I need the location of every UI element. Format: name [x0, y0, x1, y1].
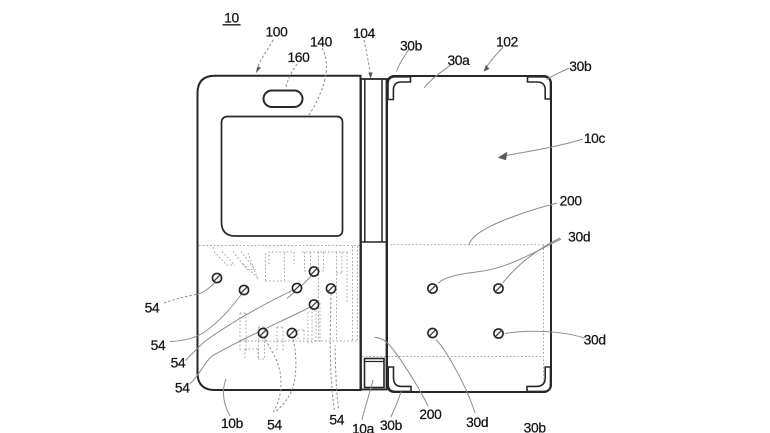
svg-text:10a: 10a — [352, 422, 375, 433]
svg-text:30d: 30d — [584, 333, 606, 348]
svg-text:10: 10 — [224, 10, 239, 25]
svg-text:54: 54 — [171, 356, 186, 371]
svg-text:30a: 30a — [447, 53, 470, 68]
svg-text:102: 102 — [496, 34, 518, 49]
svg-text:54: 54 — [175, 381, 190, 396]
svg-text:54: 54 — [329, 413, 344, 428]
svg-text:30d: 30d — [568, 229, 590, 244]
svg-text:200: 200 — [560, 194, 583, 209]
svg-text:100: 100 — [265, 24, 288, 39]
svg-text:30b: 30b — [524, 421, 547, 433]
svg-text:54: 54 — [151, 338, 166, 353]
svg-text:30b: 30b — [380, 418, 403, 433]
svg-text:140: 140 — [310, 35, 333, 50]
svg-text:54: 54 — [145, 301, 160, 316]
svg-text:30b: 30b — [569, 59, 592, 74]
svg-text:10c: 10c — [584, 131, 606, 146]
svg-text:160: 160 — [287, 50, 310, 65]
svg-text:10b: 10b — [221, 416, 244, 431]
svg-text:104: 104 — [353, 26, 376, 41]
svg-text:200: 200 — [419, 407, 442, 422]
svg-text:54: 54 — [267, 418, 282, 433]
svg-text:30b: 30b — [400, 39, 423, 54]
svg-text:30d: 30d — [466, 415, 488, 430]
